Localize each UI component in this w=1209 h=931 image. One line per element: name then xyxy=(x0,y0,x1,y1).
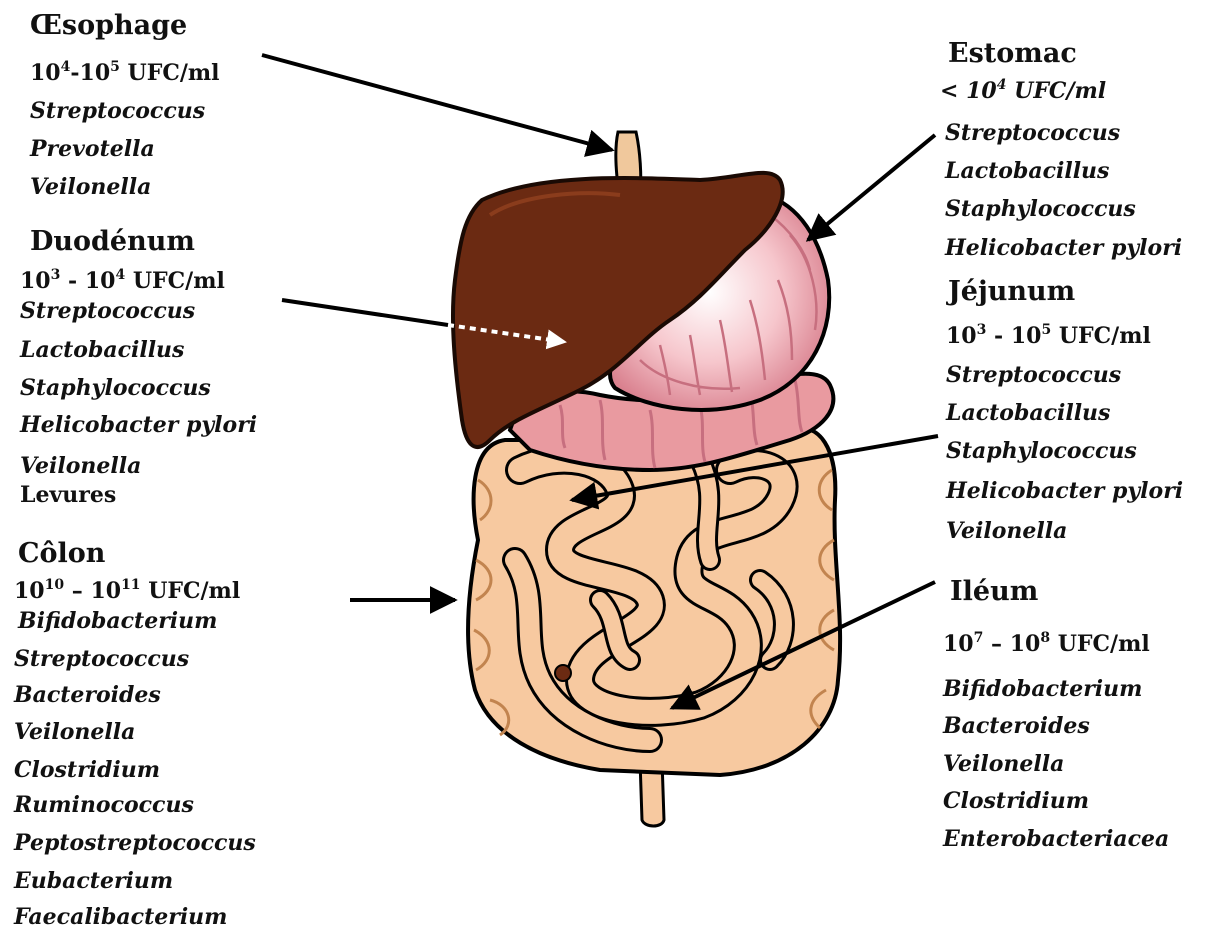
estomac-title: Estomac xyxy=(948,40,1077,67)
duodenum-organism: Lactobacillus xyxy=(20,339,184,361)
colon-organism: Ruminococcus xyxy=(14,794,194,816)
jejunum-organism: Lactobacillus xyxy=(946,402,1110,424)
jejunum-organism: Helicobacter pylori xyxy=(946,480,1183,502)
duodenum-count: 103 - 104 UFC/ml xyxy=(20,270,225,292)
jejunum-count: 103 - 105 UFC/ml xyxy=(946,325,1151,347)
duodenum-arrow xyxy=(282,300,448,325)
jejunum-organism: Streptococcus xyxy=(946,364,1121,386)
ileum-organism: Clostridium xyxy=(943,790,1089,812)
ileum-count: 107 – 108 UFC/ml xyxy=(943,633,1150,655)
oesophage-title: Œsophage xyxy=(30,12,187,39)
duodenum-other: Levures xyxy=(20,484,116,506)
oesophage-arrow xyxy=(262,55,612,150)
estomac-organism: Streptococcus xyxy=(945,122,1120,144)
colon-organism: Eubacterium xyxy=(14,870,173,892)
duodenum-organism: Streptococcus xyxy=(20,300,195,322)
colon-organism: Veilonella xyxy=(14,721,135,743)
colon-organism: Clostridium xyxy=(14,759,160,781)
duodenum-organism: Veilonella xyxy=(20,455,141,477)
colon-organism: Streptococcus xyxy=(14,648,189,670)
colon-title: Côlon xyxy=(18,540,105,567)
ileum-organism: Enterobacteriacea xyxy=(943,828,1169,850)
ileum-organism: Bacteroides xyxy=(943,715,1090,737)
colon-organism: Bifidobacterium xyxy=(18,610,217,632)
ileum-title: Iléum xyxy=(950,578,1038,605)
oesophage-organism: Prevotella xyxy=(30,138,155,160)
estomac-arrow xyxy=(808,135,935,240)
estomac-organism: Lactobacillus xyxy=(945,160,1109,182)
jejunum-organism: Veilonella xyxy=(946,520,1067,542)
estomac-organism: Helicobacter pylori xyxy=(945,237,1182,259)
colon-organism: Peptostreptococcus xyxy=(14,832,256,854)
oesophage-count: 104-105 UFC/ml xyxy=(30,62,220,84)
estomac-organism: Staphylococcus xyxy=(945,198,1136,220)
oesophage-organism: Veilonella xyxy=(30,176,151,198)
colon-count: 1010 – 1011 UFC/ml xyxy=(14,580,240,602)
ileum-organism: Bifidobacterium xyxy=(943,678,1142,700)
oesophage-organism: Streptococcus xyxy=(30,100,205,122)
colon-organism: Bacteroides xyxy=(14,684,161,706)
colon-organism: Faecalibacterium xyxy=(14,906,227,928)
estomac-count: < 104 UFC/ml xyxy=(940,80,1106,102)
duodenum-organism: Staphylococcus xyxy=(20,377,211,399)
jejunum-title: Jéjunum xyxy=(948,278,1075,305)
jejunum-organism: Staphylococcus xyxy=(946,440,1137,462)
duodenum-title: Duodénum xyxy=(30,228,195,255)
duodenum-organism: Helicobacter pylori xyxy=(20,414,257,436)
ileum-organism: Veilonella xyxy=(943,753,1064,775)
